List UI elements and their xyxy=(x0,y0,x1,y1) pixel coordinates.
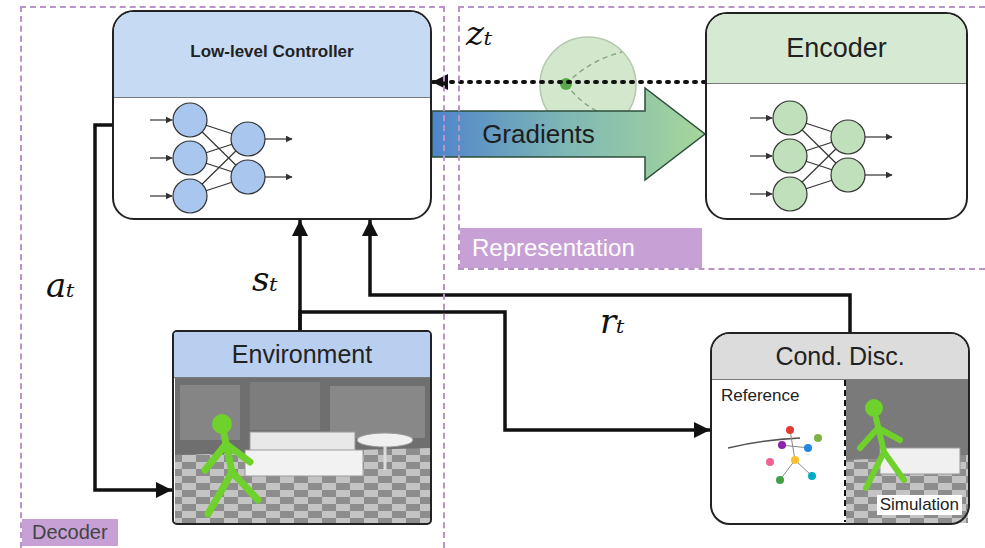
environment-box: Environment xyxy=(172,330,432,525)
signal-label: sₜ xyxy=(252,262,278,296)
controller-network xyxy=(150,103,292,213)
region-label: Representation xyxy=(460,228,702,268)
signal-label: aₜ xyxy=(46,268,75,302)
action-arrow xyxy=(95,125,172,490)
gradient-arrow xyxy=(432,88,705,180)
discriminator-box: Cond. Disc. ReferenceSimulation xyxy=(710,332,970,525)
region-label: Decoder xyxy=(22,519,118,546)
box-title: Environment xyxy=(232,340,372,369)
box-title: Encoder xyxy=(786,33,887,64)
environment-scene xyxy=(175,377,430,523)
controller-box: Low-level Controller xyxy=(112,10,432,220)
box-title: Cond. Disc. xyxy=(775,342,904,371)
arrow-label: Gradients xyxy=(482,121,595,147)
box-header: Environment xyxy=(174,332,430,378)
signal-label: zₜ xyxy=(466,16,492,50)
box-title: Low-level Controller xyxy=(190,42,353,62)
simulation-view xyxy=(845,379,968,523)
latent-arrow xyxy=(432,80,705,84)
decoder-region: Decoder Low-level ControllerEnvironment xyxy=(20,6,445,548)
box-header: Low-level Controller xyxy=(114,12,430,98)
reference-view xyxy=(712,379,845,523)
view-label: Simulation xyxy=(877,495,962,515)
box-header: Cond. Disc. xyxy=(712,334,968,380)
box-header: Encoder xyxy=(707,14,966,84)
view-label: Reference xyxy=(718,386,802,406)
encoder-network xyxy=(750,101,892,211)
signal-label: rₜ xyxy=(600,304,625,338)
encoder-box: Encoder xyxy=(705,12,968,220)
